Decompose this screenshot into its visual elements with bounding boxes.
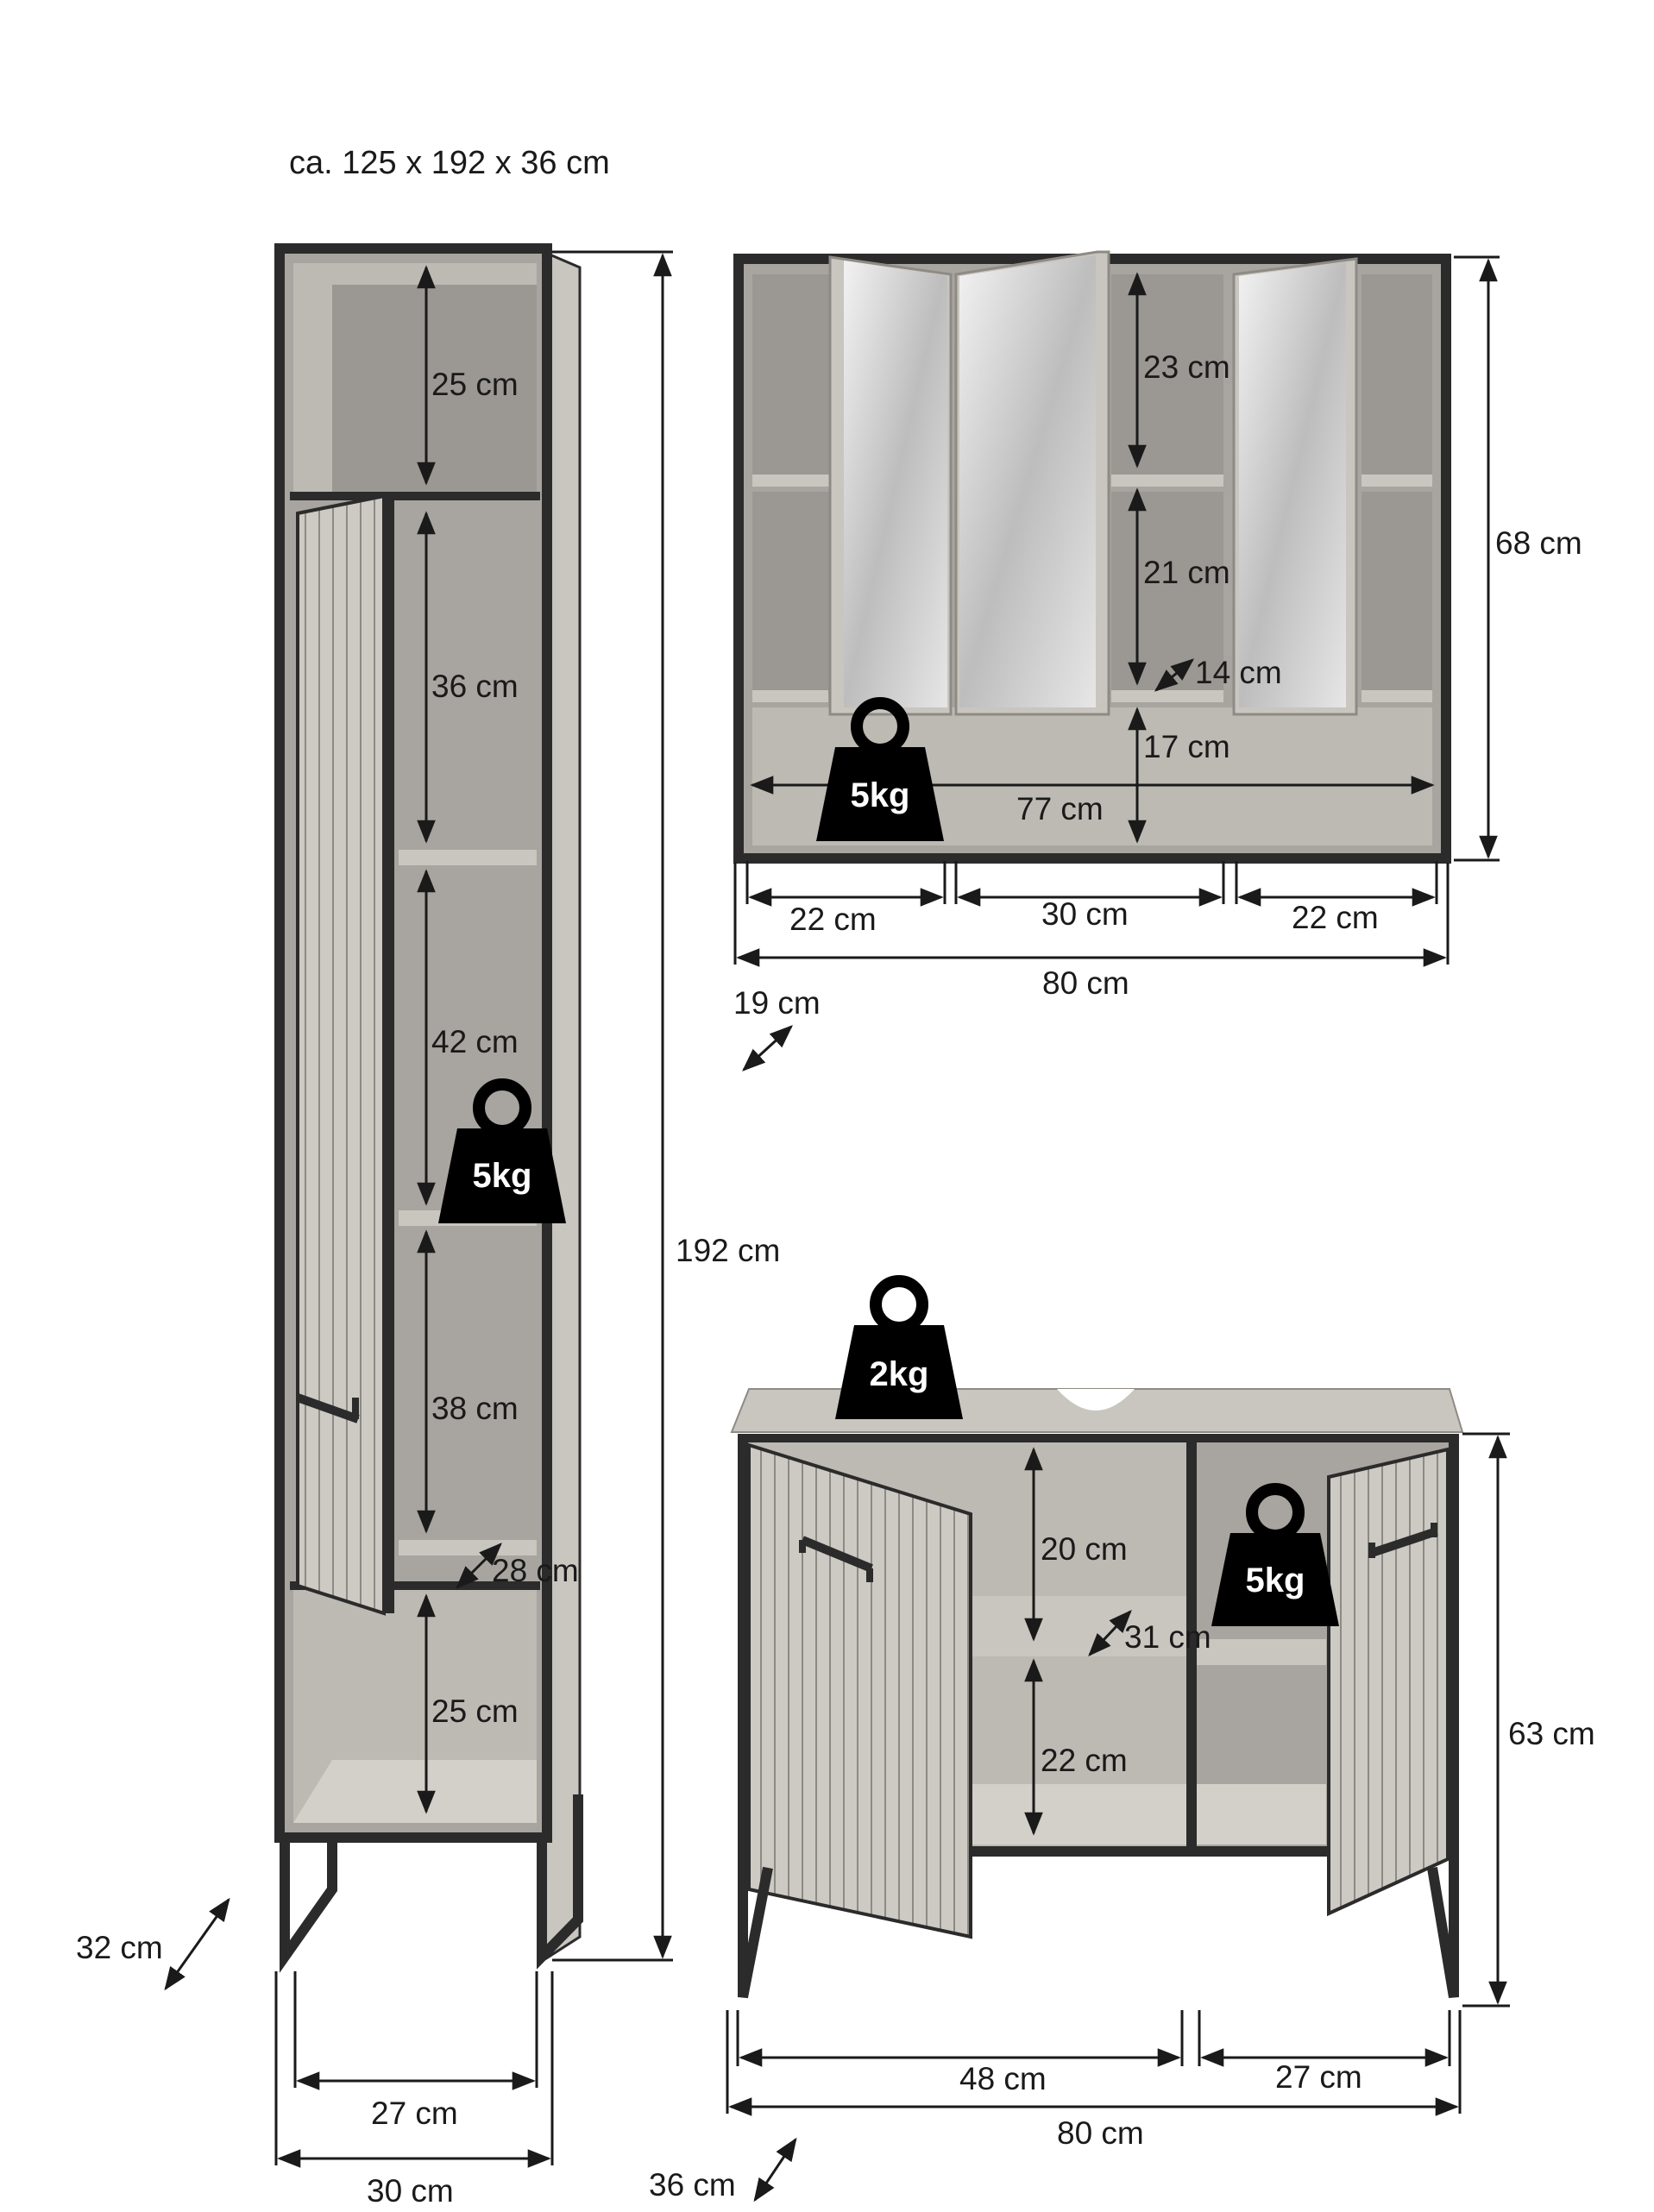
mirror-height-label: 68 cm — [1495, 525, 1582, 561]
tall-compartment-4-label: 38 cm — [431, 1391, 519, 1426]
tall-cabinet — [274, 243, 583, 1973]
vanity-width-label: 80 cm — [1057, 2115, 1144, 2151]
vanity-depth-label: 36 cm — [649, 2167, 736, 2203]
mirror-cabinet-weight-badge: 5kg — [816, 697, 944, 841]
mirror-compartment-3-label: 17 cm — [1143, 729, 1230, 764]
mirror-load-label: 5kg — [851, 776, 910, 814]
vanity-shelf-load-label: 5kg — [1246, 1562, 1305, 1599]
tall-compartment-2-label: 36 cm — [431, 669, 519, 704]
tall-height-label: 192 cm — [676, 1233, 780, 1268]
vanity-top-load-label: 2kg — [870, 1355, 929, 1393]
vanity-cabinet — [730, 1388, 1464, 1999]
mirror-section-3-label: 22 cm — [1292, 900, 1379, 935]
vanity-shelf-depth-label: 31 cm — [1124, 1619, 1211, 1655]
mirror-compartment-1-label: 23 cm — [1143, 349, 1230, 385]
vanity-height-label: 63 cm — [1508, 1716, 1595, 1751]
mirror-section-2-label: 30 cm — [1041, 896, 1129, 932]
mirror-section-1-label: 22 cm — [789, 902, 877, 937]
tall-cabinet-weight-badge: 5kg — [438, 1078, 566, 1223]
tall-compartment-1-label: 25 cm — [431, 367, 519, 402]
tall-cabinet-dimension-lines — [164, 250, 673, 2168]
mirror-width-label: 80 cm — [1042, 965, 1129, 1001]
mirror-cabinet-labels: 23 cm 21 cm 17 cm 14 cm 77 cm 22 cm 30 c… — [733, 349, 1582, 1021]
vanity-compartment-1-label: 20 cm — [1041, 1531, 1128, 1567]
mirror-cabinet-dimension-lines — [733, 255, 1500, 1071]
vanity-shelf-weight-badge: 5kg — [1211, 1483, 1339, 1626]
vanity-top-weight-badge: 2kg — [835, 1275, 963, 1419]
overall-dimensions-title: ca. 125 x 192 x 36 cm — [289, 145, 610, 181]
mirror-compartment-2-label: 21 cm — [1143, 555, 1230, 590]
tall-outer-width-label: 30 cm — [367, 2173, 454, 2208]
vanity-cabinet-labels: 20 cm 22 cm 31 cm 63 cm 48 cm 27 cm 80 c… — [649, 1531, 1595, 2203]
vanity-cabinet-dimension-lines — [726, 1432, 1510, 2203]
mirror-depth-label: 19 cm — [733, 985, 821, 1021]
tall-cabinet-labels: 25 cm 36 cm 42 cm 38 cm 25 cm 28 cm 192 … — [76, 367, 780, 2209]
mirror-inner-width-label: 77 cm — [1016, 791, 1104, 826]
tall-depth-label: 32 cm — [76, 1930, 163, 1965]
vanity-section-1-label: 48 cm — [959, 2061, 1047, 2096]
tall-compartment-5-label: 25 cm — [431, 1694, 519, 1729]
tall-shelf-depth-label: 28 cm — [492, 1553, 579, 1588]
tall-load-label: 5kg — [473, 1157, 532, 1195]
vanity-compartment-2-label: 22 cm — [1041, 1743, 1128, 1778]
tall-compartment-3-label: 42 cm — [431, 1024, 519, 1059]
tall-inner-width-label: 27 cm — [371, 2096, 458, 2131]
vanity-section-2-label: 27 cm — [1275, 2059, 1362, 2095]
mirror-shelf-depth-label: 14 cm — [1195, 655, 1282, 690]
